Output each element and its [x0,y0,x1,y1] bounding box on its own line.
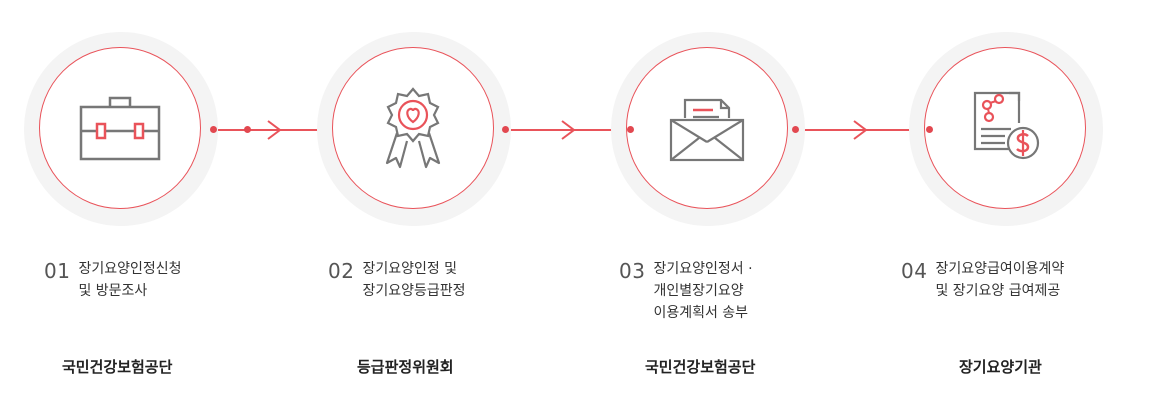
step-text-line: 장기요양인정신청 [78,261,182,277]
step-1: 01 장기요양인정신청 및 방문조사 국민건강보험공단 [0,0,290,415]
connector-1-2 [214,129,340,131]
arrow-right-icon [853,120,868,140]
mail-envelope-icon [669,98,745,162]
step-text-line: 개인별장기요양 [653,283,744,299]
arrow-right-icon [267,120,282,140]
step-description: 03 장기요양인정서 · 개인별장기요양 이용계획서 송부 [619,258,753,324]
contract-dollar-icon [973,91,1040,160]
award-ribbon-heart-icon [385,87,441,169]
step-description: 04 장기요양급여이용계약 및 장기요양 급여제공 [901,258,1064,302]
step-text-line: 및 방문조사 [78,283,148,299]
step-circle [611,32,805,226]
step-text-line: 장기요양등급판정 [362,283,466,299]
step-text-line: 및 장기요양 급여제공 [935,283,1061,299]
step-4: 04 장기요양급여이용계약 및 장기요양 급여제공 장기요양기관 [879,0,1168,415]
step-circle [24,32,218,226]
connector-dot [792,126,799,133]
arrow-right-icon [561,120,576,140]
connector-3-4 [796,129,930,131]
step-text-line: 이용계획서 송부 [653,305,749,321]
step-circle [909,32,1103,226]
connector-2-3 [506,129,630,131]
step-organization: 국민건강보험공단 [645,358,756,376]
step-description: 02 장기요양인정 및 장기요양등급판정 [328,258,466,302]
connector-dot [244,126,251,133]
step-number: 01 [44,259,71,283]
step-text-line: 장기요양인정 및 [362,261,458,277]
connector-dot [627,126,634,133]
connector-dot [210,126,217,133]
step-organization: 장기요양기관 [959,358,1042,376]
step-number: 02 [328,259,355,283]
step-organization: 국민건강보험공단 [62,358,173,376]
connector-dot [502,126,509,133]
step-text-line: 장기요양급여이용계약 [935,261,1065,277]
connector-dot [926,126,933,133]
step-3: 03 장기요양인정서 · 개인별장기요양 이용계획서 송부 국민건강보험공단 [587,0,877,415]
step-organization: 등급판정위원회 [357,358,454,376]
step-text-line: 장기요양인정서 · [653,261,753,277]
step-number: 03 [619,259,646,283]
step-number: 04 [901,259,928,283]
briefcase-icon [79,96,161,161]
step-description: 01 장기요양인정신청 및 방문조사 [44,258,182,302]
step-2: 02 장기요양인정 및 장기요양등급판정 등급판정위원회 [244,0,583,415]
step-circle [317,32,511,226]
